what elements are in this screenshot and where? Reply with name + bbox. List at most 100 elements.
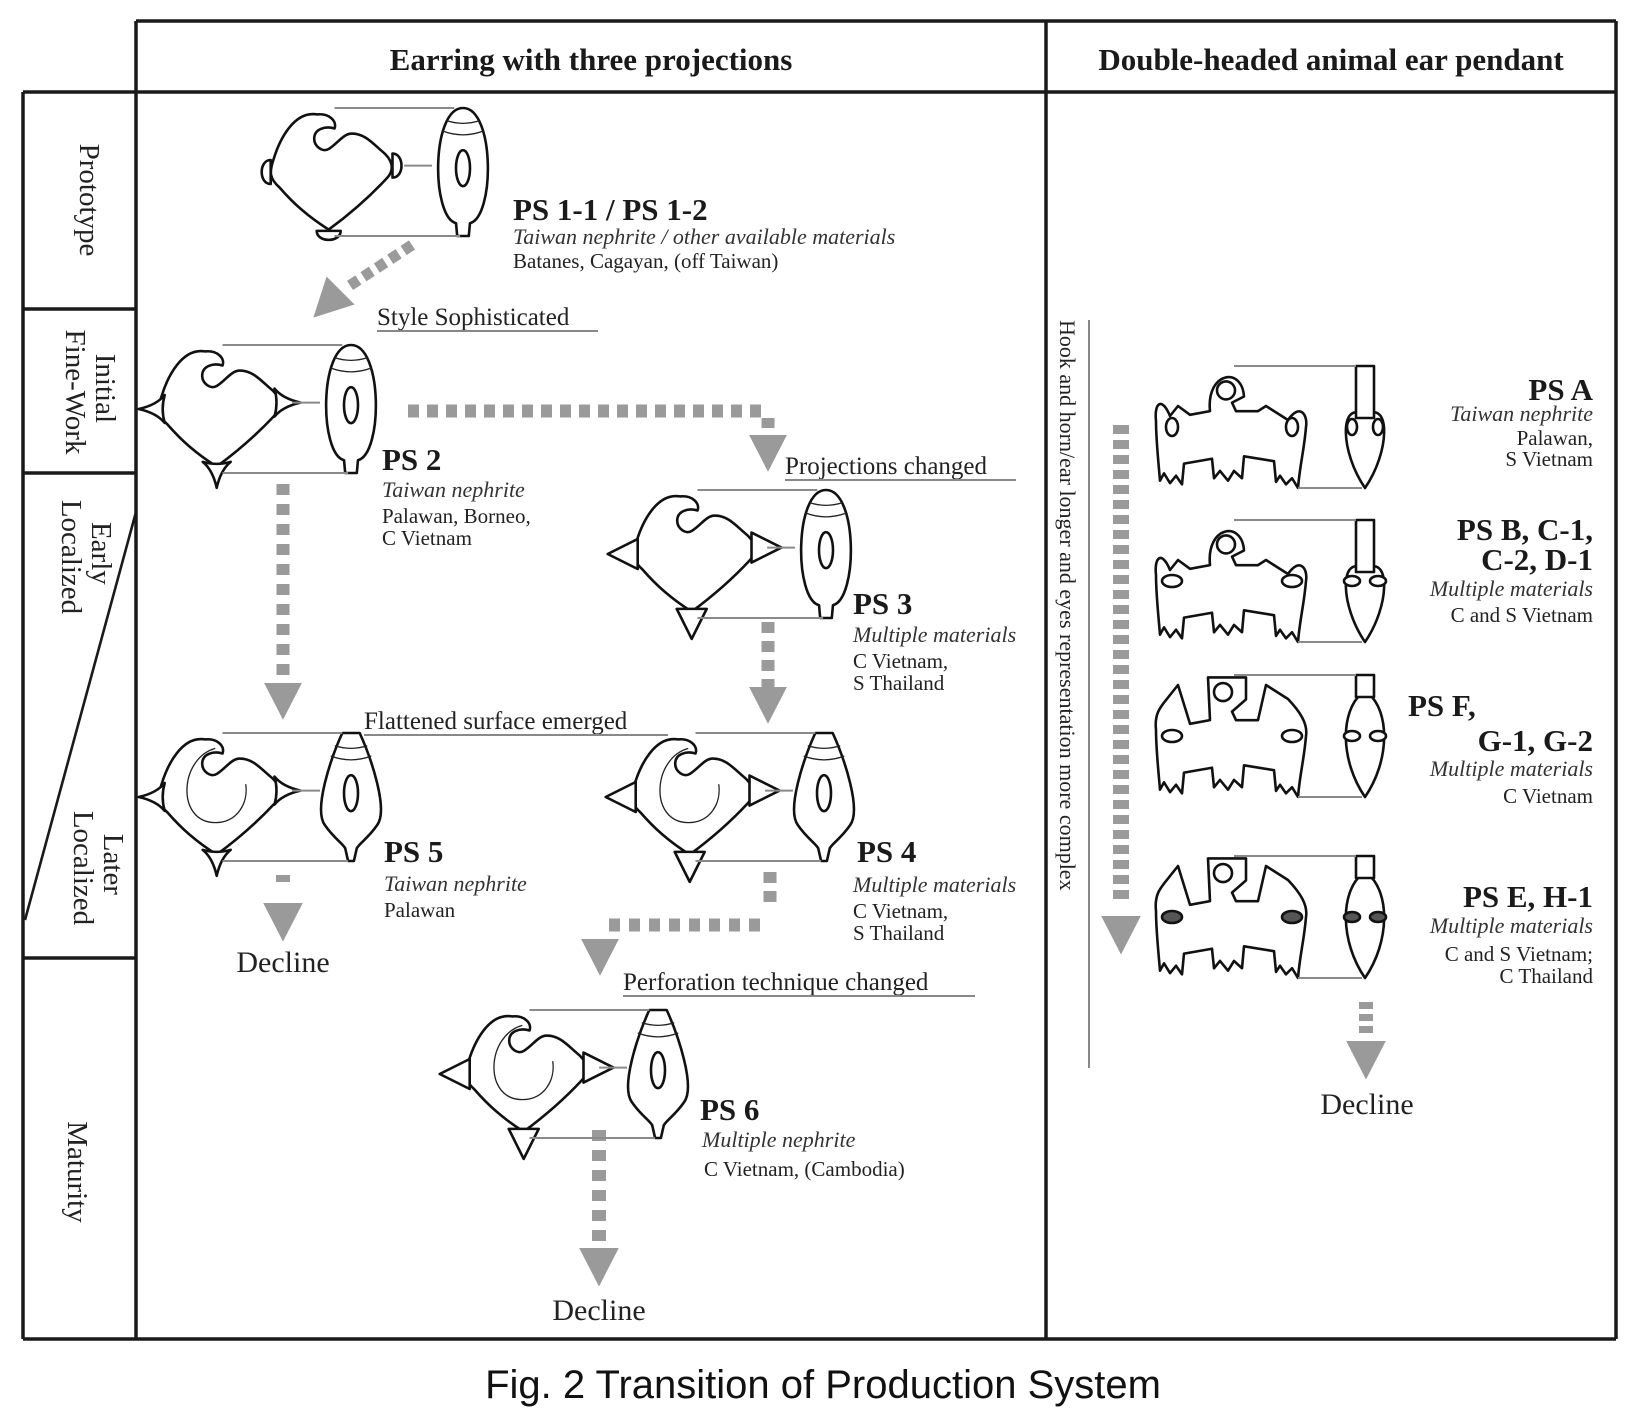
arrow-ps1-ps2-head	[313, 276, 355, 318]
arrow-dash	[1113, 845, 1129, 854]
arrow-dash	[1113, 515, 1129, 524]
side-view-band	[334, 745, 368, 750]
psa-label-block: PS A Taiwan nephrite Palawan, S Vietnam	[1450, 372, 1593, 471]
pendant-labels: PS A Taiwan nephrite Palawan, S Vietnam …	[1408, 372, 1594, 988]
ps3-place-2: S Thailand	[853, 671, 945, 695]
arrow-dash	[1113, 710, 1129, 719]
ps3-label-block: PS 3 Multiple materials C Vietnam, S Tha…	[852, 586, 1016, 695]
side-view-band	[442, 130, 484, 136]
arrow-dash	[276, 604, 290, 615]
ps4-place-2: S Thailand	[853, 921, 945, 945]
projection-1	[438, 1057, 471, 1091]
arrow-ps2-ps3-shaft-h	[408, 404, 761, 418]
arrow-ps1-ps2-shaft	[347, 240, 416, 291]
ps6-label-block: PS 6 Multiple nephrite C Vietnam, (Cambo…	[700, 1092, 905, 1181]
arrow-dash	[1113, 440, 1129, 449]
arrow-dash	[484, 404, 495, 418]
side-view-band	[330, 367, 372, 373]
arrow-ps2-ps5-head	[264, 683, 302, 720]
arrow-dash	[1113, 740, 1129, 749]
ps6-material: Multiple nephrite	[701, 1127, 856, 1152]
arrow-dash	[592, 1230, 606, 1241]
arrow-dash	[693, 404, 704, 418]
arrow-dash	[400, 240, 416, 256]
flattened-surface-line	[186, 747, 247, 824]
psb-figure	[1154, 518, 1388, 644]
psf-label-2: G-1, G-2	[1478, 723, 1593, 758]
ps3-side-view	[799, 488, 853, 620]
arrow-dash	[761, 641, 775, 652]
table-grid	[21, 19, 1618, 1341]
side-view-band	[807, 745, 841, 750]
arrow-ps2-ps3-shaft-v	[761, 418, 775, 428]
perforation-hole	[342, 773, 360, 813]
ps3-label: PS 3	[853, 586, 912, 621]
arrow-dash	[360, 266, 375, 282]
side-view-tab	[1354, 854, 1376, 880]
ps6-side-view	[626, 1008, 690, 1140]
ps5-label-block: PS 5 Taiwan nephrite Palawan	[384, 834, 527, 922]
side-view-band	[803, 755, 845, 761]
arrow-dash	[1113, 560, 1129, 569]
arrow-dash	[669, 918, 680, 932]
arrow-dash	[598, 404, 609, 418]
arrow-dash	[1113, 800, 1129, 809]
ps3-place-1: C Vietnam,	[853, 649, 948, 673]
pendant-body	[1154, 529, 1308, 644]
arrow-dash	[761, 622, 775, 633]
perforation-changed-label: Perforation technique changed	[623, 969, 929, 996]
pendant-eye-1	[1160, 573, 1184, 589]
arrow-dash	[347, 275, 362, 291]
side-view-band	[334, 357, 368, 362]
psb-label-1: PS B, C-1,	[1457, 512, 1593, 547]
ps2-place-1: Palawan, Borneo,	[382, 504, 531, 528]
earring-body	[157, 737, 282, 856]
perforation-hole	[342, 385, 360, 425]
arrow-dash	[276, 564, 290, 575]
ps3-material: Multiple materials	[852, 622, 1016, 647]
arrow-dash	[763, 872, 777, 883]
projection-2	[273, 775, 302, 806]
decline-label-ps5: Decline	[236, 946, 329, 979]
pendant-hook-hole	[1215, 534, 1237, 555]
projection-3	[201, 848, 232, 878]
pendant-eye-1	[1164, 416, 1180, 438]
earring-body	[630, 737, 755, 856]
arrow-dash	[276, 624, 290, 635]
side-view-band	[330, 755, 372, 761]
arrow-ps3-ps4-head	[749, 687, 787, 724]
arrow-dash	[649, 918, 660, 932]
side-view-band	[809, 502, 843, 507]
psf-label-block: PS F, G-1, G-2 Multiple materials C Viet…	[1408, 688, 1593, 808]
arrow-dash	[1113, 635, 1129, 644]
ps6-figure	[438, 1008, 690, 1161]
side-view-band	[805, 512, 847, 518]
psf-figure	[1154, 673, 1388, 799]
side-view-tab	[1354, 673, 1376, 699]
side-view-band	[641, 1022, 675, 1027]
arrow-ps5-decline-head	[263, 903, 303, 942]
projection-3	[201, 460, 232, 490]
ps3-figure	[606, 488, 853, 641]
projection-1	[606, 537, 639, 571]
ps2-figure	[137, 343, 378, 490]
arrow-dash	[750, 404, 761, 418]
earring-body	[157, 349, 282, 468]
arrow-ps3-ps4-shaft	[761, 622, 775, 690]
arrow-dash	[276, 504, 290, 515]
ps2-material: Taiwan nephrite	[382, 477, 525, 502]
arrow-dash	[1113, 470, 1129, 479]
projection-2	[748, 774, 781, 807]
stage-label-maturity: Maturity	[61, 1121, 93, 1223]
ps5-figure	[137, 731, 383, 878]
arrow-dash	[1113, 785, 1129, 794]
arrow-dash	[276, 584, 290, 595]
pendant-eye-2	[1280, 909, 1304, 925]
ps2-side-view	[324, 343, 378, 475]
psb-place-1: C and S Vietnam	[1451, 603, 1593, 627]
earring-body	[632, 494, 757, 613]
arrow-dash	[560, 404, 571, 418]
arrow-dash	[1113, 425, 1129, 434]
psb-label-2: C-2, D-1	[1481, 542, 1593, 577]
ps1-material: Taiwan nephrite / other available materi…	[513, 224, 895, 249]
